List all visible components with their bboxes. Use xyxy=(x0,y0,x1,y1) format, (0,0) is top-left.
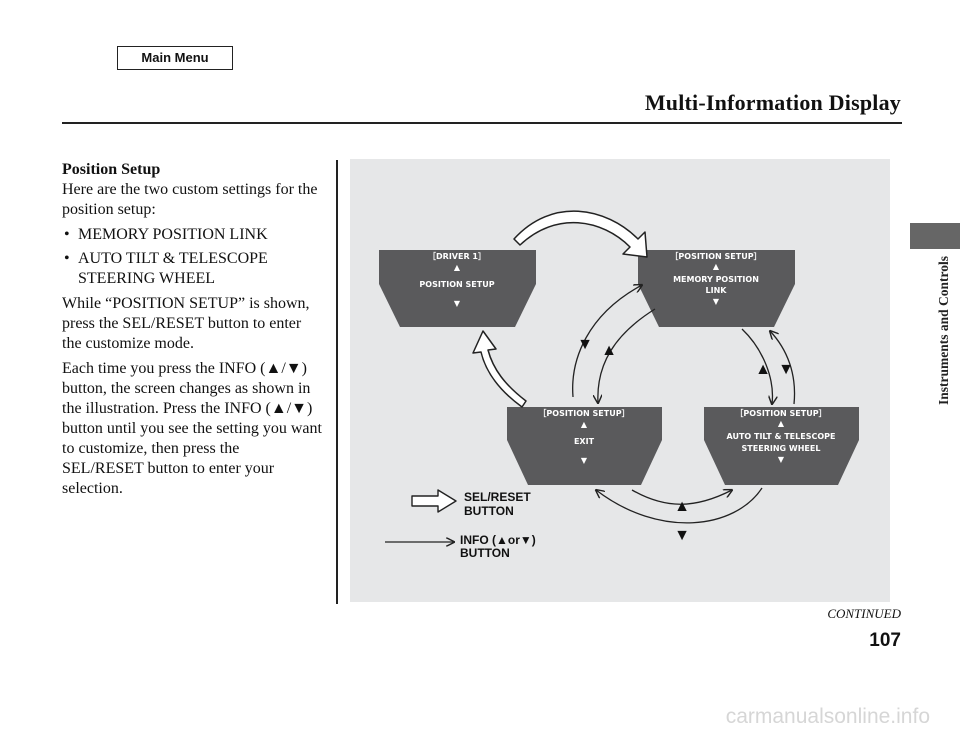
down-arrow-icon: ▼ xyxy=(581,456,588,465)
body-text: Position Setup Here are the two custom s… xyxy=(62,160,324,504)
sel-reset-legend-label: SEL/RESET xyxy=(464,490,531,504)
screen-driver-1: ［DRIVER 1］ ▲ POSITION SETUP ▼ xyxy=(379,250,536,327)
screen-exit: ［POSITION SETUP］ ▲ EXIT ▼ xyxy=(507,407,662,485)
down-arrow-icon: ▼ xyxy=(778,455,785,464)
down-arrow-icon: ▼ xyxy=(713,297,720,306)
up-arrow-icon: ▲ xyxy=(454,263,461,272)
page-number: 107 xyxy=(869,630,901,651)
section-tab-label[interactable]: Instruments and Controls xyxy=(936,256,951,406)
down-arrow-icon: ▼ xyxy=(577,336,593,353)
list-item: • AUTO TILT & TELESCOPE STEERING WHEEL xyxy=(62,249,324,289)
screen-flow-diagram: ［DRIVER 1］ ▲ POSITION SETUP ▼ ［POSITION … xyxy=(379,210,859,560)
screen-label: MEMORY POSITION xyxy=(673,275,759,284)
list-item-text: AUTO TILT & TELESCOPE STEERING WHEEL xyxy=(78,250,268,287)
info-legend-label: INFO (▲or▼) xyxy=(460,533,536,547)
screen-label: EXIT xyxy=(574,437,595,446)
sel-reset-flow-arrow xyxy=(472,330,527,408)
up-arrow-icon: ▲ xyxy=(778,419,785,428)
header-divider xyxy=(62,122,902,124)
down-arrow-icon: ▼ xyxy=(778,361,794,378)
screen-label: POSITION SETUP xyxy=(419,280,494,289)
info-flow-arrow xyxy=(631,490,732,505)
instruction-paragraph: While “POSITION SETUP” is shown, press t… xyxy=(62,295,310,352)
info-flow-arrow xyxy=(598,308,656,403)
sel-reset-flow-arrow xyxy=(513,210,648,258)
page-title: Multi-Information Display xyxy=(644,90,901,115)
sel-reset-legend-arrow xyxy=(411,489,457,513)
info-flow-arrow xyxy=(741,328,772,404)
screen-auto-tilt-telescope: ［POSITION SETUP］ ▲ AUTO TILT & TELESCOPE… xyxy=(704,407,859,485)
up-arrow-icon: ▲ xyxy=(674,498,690,515)
bullet-icon: • xyxy=(64,250,70,267)
watermark: carmanualsonline.info xyxy=(725,705,930,728)
continued-label: CONTINUED xyxy=(827,606,901,621)
main-menu-button[interactable]: Main Menu xyxy=(117,46,233,70)
screen-title: ［DRIVER 1］ xyxy=(428,251,486,261)
screen-memory-position-link: ［POSITION SETUP］ ▲ MEMORY POSITION LINK … xyxy=(638,250,795,327)
settings-list: • MEMORY POSITION LINK • AUTO TILT & TELES… xyxy=(62,225,324,289)
down-arrow-icon: ▼ xyxy=(674,527,690,544)
bullet-icon: • xyxy=(64,226,70,243)
screen-label-line2: LINK xyxy=(706,286,728,295)
screen-label-line2: STEERING WHEEL xyxy=(742,444,821,453)
list-item-text: MEMORY POSITION LINK xyxy=(78,226,268,243)
section-tab-marker xyxy=(910,223,960,249)
info-legend-label-line2: BUTTON xyxy=(460,546,510,560)
up-arrow-icon: ▲ xyxy=(713,262,720,271)
down-arrow-icon: ▼ xyxy=(454,299,461,308)
screen-label: AUTO TILT & TELESCOPE xyxy=(727,432,836,441)
info-flow-arrow xyxy=(770,331,796,405)
info-flow-arrow xyxy=(596,487,763,524)
intro-paragraph: Here are the two custom settings for the… xyxy=(62,181,318,218)
up-arrow-icon: ▲ xyxy=(581,420,588,429)
column-divider xyxy=(336,160,338,604)
section-heading: Position Setup xyxy=(62,161,161,178)
up-arrow-icon: ▲ xyxy=(755,361,771,378)
screen-title: ［POSITION SETUP］ xyxy=(735,408,826,418)
diagram-panel: ［DRIVER 1］ ▲ POSITION SETUP ▼ ［POSITION … xyxy=(350,159,890,602)
screen-title: ［POSITION SETUP］ xyxy=(538,408,629,418)
info-flow-arrow xyxy=(572,285,642,398)
sel-reset-legend-label-line2: BUTTON xyxy=(464,504,514,518)
instruction-paragraph: Each time you press the INFO (▲/▼) butto… xyxy=(62,360,322,497)
screen-title: ［POSITION SETUP］ xyxy=(670,251,761,261)
up-arrow-icon: ▲ xyxy=(601,342,617,359)
list-item: • MEMORY POSITION LINK xyxy=(62,225,324,245)
